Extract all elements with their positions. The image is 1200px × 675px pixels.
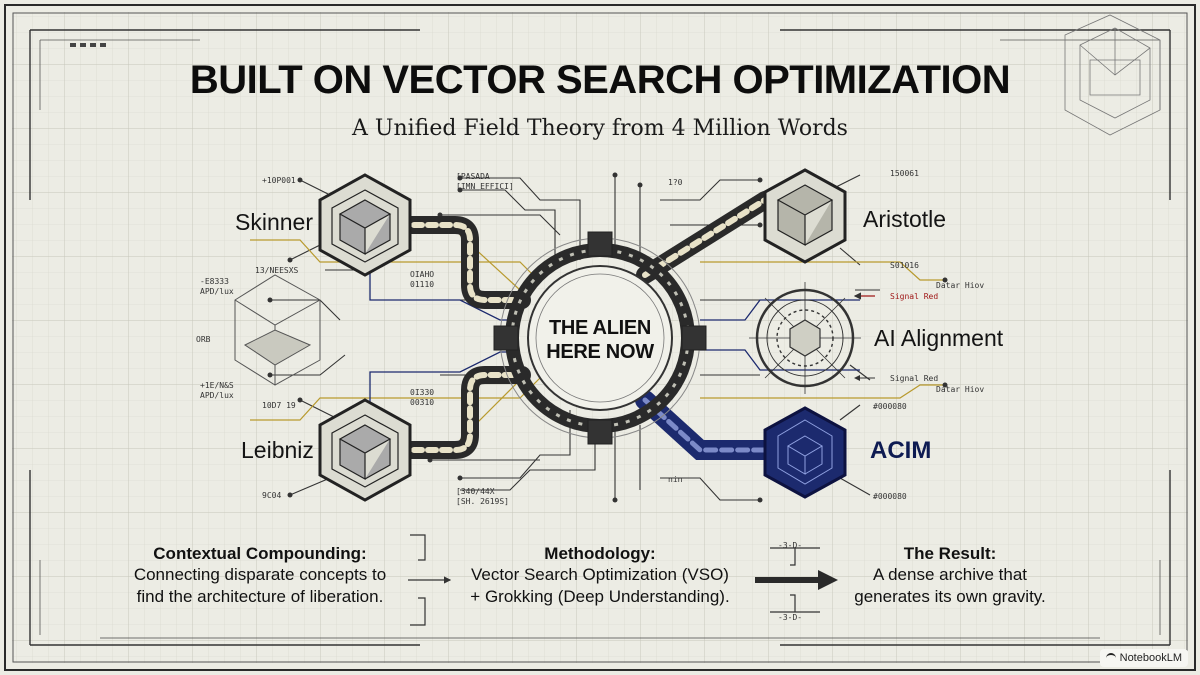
annotation: nin <box>668 475 683 484</box>
summary-line: Vector Search Optimization (VSO) <box>471 565 729 584</box>
annotation: S01016 <box>890 261 919 270</box>
annotation: Datar Hiov <box>936 281 985 290</box>
summary-line: + Grokking (Deep Understanding). <box>470 587 730 606</box>
summary-methodology: Methodology: Vector Search Optimization … <box>440 544 760 608</box>
annotation: 9C04 <box>262 491 282 500</box>
annotation: [SH. 2619S] <box>456 497 509 506</box>
annotation: 1?0 <box>668 178 683 187</box>
annotation: 13/NEESXS <box>255 266 299 275</box>
summary-heading: Methodology: <box>544 544 656 563</box>
annotation: ORB <box>196 335 211 344</box>
page-subtitle: A Unified Field Theory from 4 Million Wo… <box>352 116 848 141</box>
summary-result: The Result: A dense archive that generat… <box>830 544 1070 608</box>
hub-label-line1: THE ALIEN <box>548 317 652 339</box>
annotation: +1E/N&S <box>200 381 234 390</box>
annotation: #000080 <box>873 402 907 411</box>
annotation: Datar Hiov <box>936 385 985 394</box>
annotation: 10D7 19 <box>262 401 296 410</box>
annotation: #000080 <box>873 492 907 501</box>
annotation: -3-D- <box>778 541 803 550</box>
annotation: APD/lux <box>200 391 234 400</box>
summary-heading: Contextual Compounding: <box>153 544 367 563</box>
annotation: OIAHO <box>410 270 435 279</box>
annotation-signal-red: Signal Red <box>890 374 939 383</box>
hub-ring <box>493 231 707 445</box>
node-label-skinner: Skinner <box>235 209 313 235</box>
leibniz-cube <box>318 398 412 502</box>
node-label-acim: ACIM <box>870 437 932 464</box>
node-label-ai-alignment: AI Alignment <box>874 325 1004 351</box>
annotation: 01110 <box>410 280 435 289</box>
hub-label-line2: HERE NOW <box>546 341 654 363</box>
node-label-aristotle: Aristotle <box>863 206 947 232</box>
annotation: [IMN EFFICI] <box>456 182 514 191</box>
annotation: -E8333 <box>200 277 229 286</box>
annotation: 150061 <box>890 169 919 178</box>
annotation: -3-D- <box>778 613 803 622</box>
page-title: BUILT ON VECTOR SEARCH OPTIMIZATION <box>189 58 1011 102</box>
summary-line: Connecting disparate concepts to <box>133 565 387 584</box>
annotation-signal-red: Signal Red <box>890 292 939 301</box>
annotation: +10P001 <box>262 176 296 185</box>
summary-line: A dense archive that <box>872 565 1028 584</box>
ai-alignment-gyro <box>749 282 861 394</box>
summary-heading: The Result: <box>903 544 997 563</box>
notebooklm-logo-icon <box>1105 653 1116 663</box>
summary-line: find the architecture of liberation. <box>136 587 384 606</box>
annotation: 00310 <box>410 398 435 407</box>
annotation: [340/44X <box>456 487 495 496</box>
wireframe-cube <box>234 274 321 386</box>
aristotle-cube <box>763 168 847 264</box>
summary-contextual-compounding: Contextual Compounding: Connecting dispa… <box>100 544 420 608</box>
node-label-leibniz: Leibniz <box>241 437 314 463</box>
annotation: 0I330 <box>410 388 435 397</box>
annotation: APD/lux <box>200 287 234 296</box>
skinner-cube <box>318 173 412 277</box>
annotation: [PASADA <box>456 172 490 181</box>
notebooklm-badge: NotebookLM <box>1099 649 1188 667</box>
badge-label: NotebookLM <box>1119 652 1182 664</box>
acim-cube <box>763 406 847 499</box>
summary-line: generates its own gravity. <box>854 587 1046 606</box>
